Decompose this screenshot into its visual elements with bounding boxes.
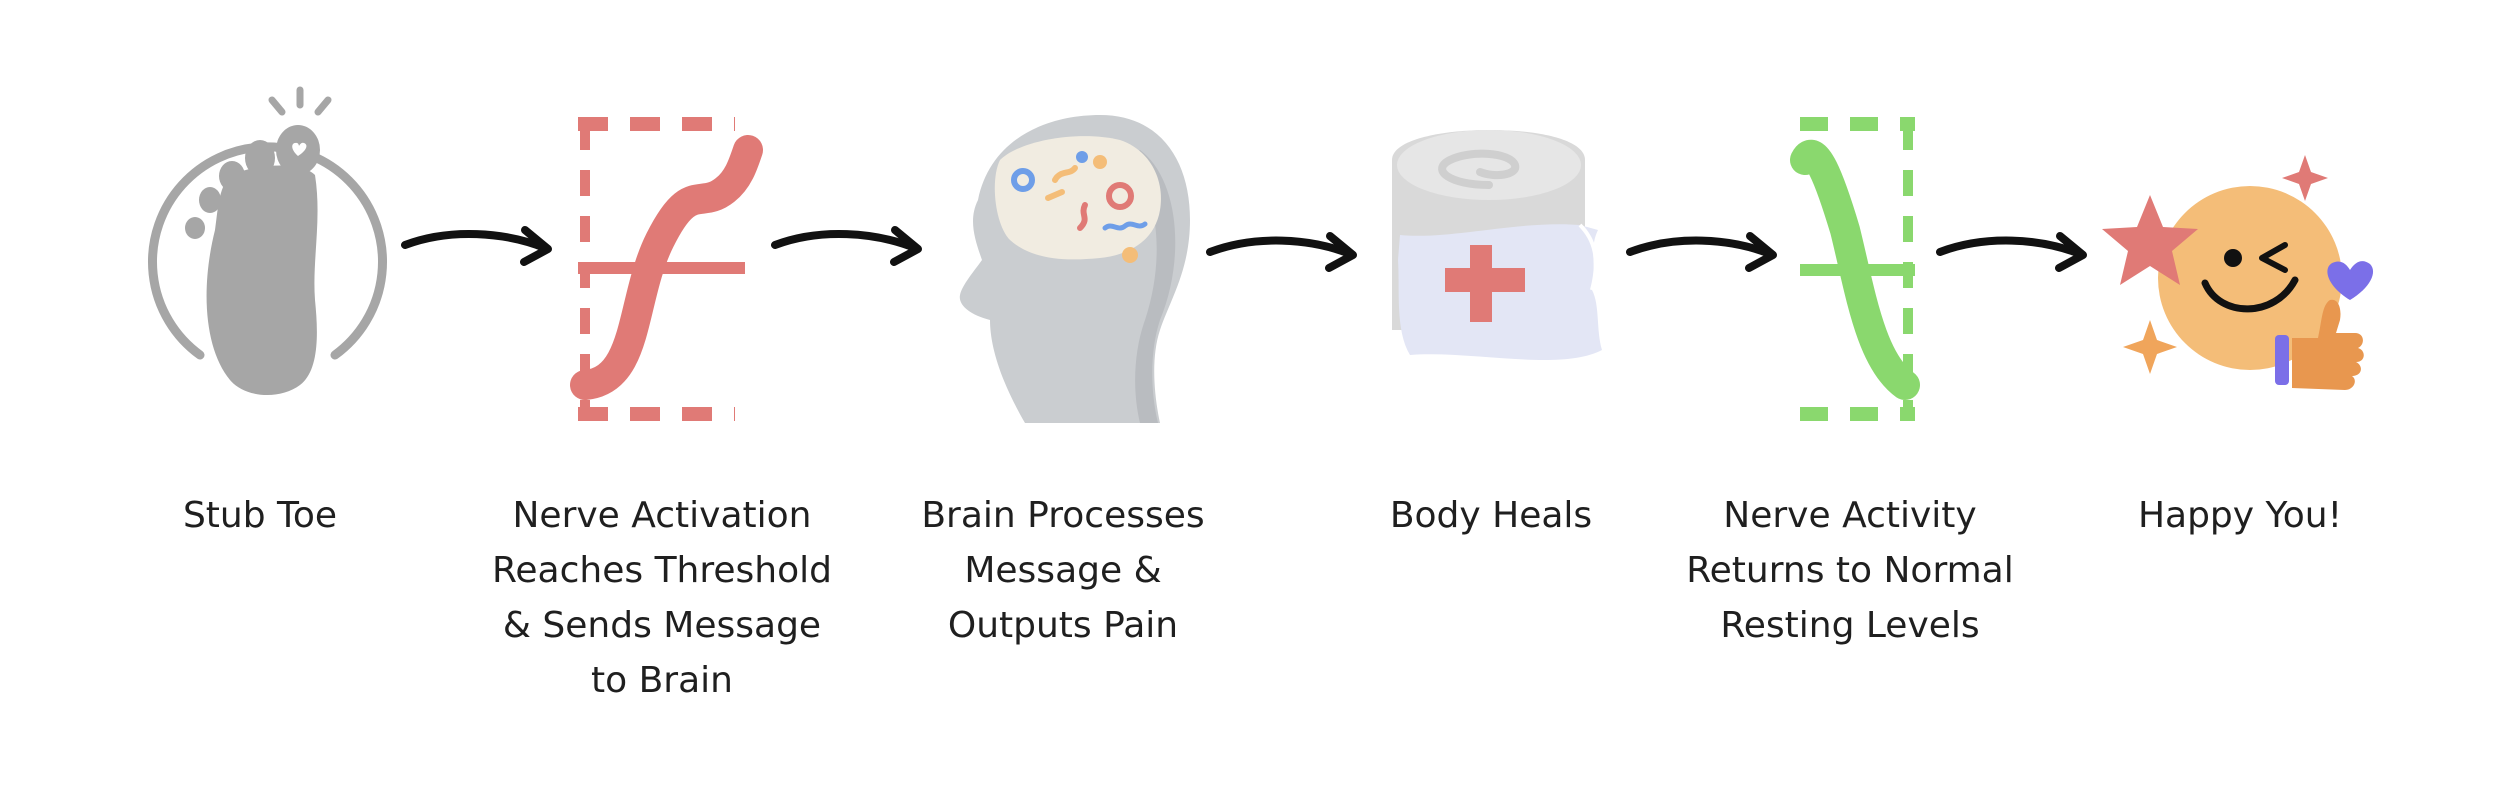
step-label-nerve-activation: Nerve Activation Reaches Threshold & Sen… bbox=[492, 495, 832, 701]
happy-face-icon bbox=[2102, 155, 2374, 390]
nerve-resting-icon bbox=[1790, 117, 1920, 421]
brain-head-icon bbox=[959, 115, 1190, 423]
step-label-stub-toe: Stub Toe bbox=[182, 495, 338, 536]
step-label-nerve-activity: Nerve Activity Returns to Normal Resting… bbox=[1686, 495, 2014, 646]
nerve-threshold-icon bbox=[570, 117, 763, 421]
step-label-body-heals: Body Heals bbox=[1389, 495, 1593, 536]
step-label-happy-you: Happy You! bbox=[2137, 495, 2343, 536]
arrow-3 bbox=[1206, 232, 1357, 272]
stubbed-foot-icon bbox=[148, 86, 387, 396]
arrow-1 bbox=[401, 226, 552, 266]
step-label-brain-processes: Brain Processes Message & Outputs Pain bbox=[921, 495, 1205, 646]
arrow-4 bbox=[1626, 232, 1777, 272]
bandage-icon bbox=[1392, 130, 1602, 360]
arrow-2 bbox=[771, 226, 922, 266]
arrow-5 bbox=[1936, 232, 2087, 272]
